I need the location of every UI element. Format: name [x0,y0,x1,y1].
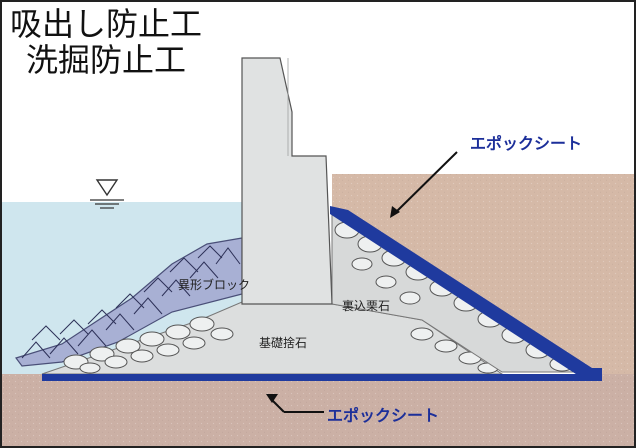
block-label: 異形ブロック [178,278,251,292]
lower-callout-arrow [266,394,324,413]
upper-callout-arrow [390,151,458,218]
upper-soil-texture [332,174,634,374]
backfill-label: 裏込栗石 [342,299,391,313]
title-line-1: 吸出し防止工 [10,5,203,43]
foundation-label: 基礎捨石 [259,336,308,350]
lower-sheet-callout: エポックシート [327,406,440,425]
concrete-wall [241,57,333,305]
lower-epock-sheet [42,374,602,381]
armor-block-pattern [21,245,241,359]
page-title: 吸出し防止工 洗掘防止工 [10,5,203,79]
upper-epock-sheet [330,206,602,378]
water-level-icon [90,179,124,209]
title-line-2: 洗掘防止工 [26,40,187,79]
upper-sheet-callout: エポックシート [470,134,583,153]
lower-soil-texture [2,374,634,446]
